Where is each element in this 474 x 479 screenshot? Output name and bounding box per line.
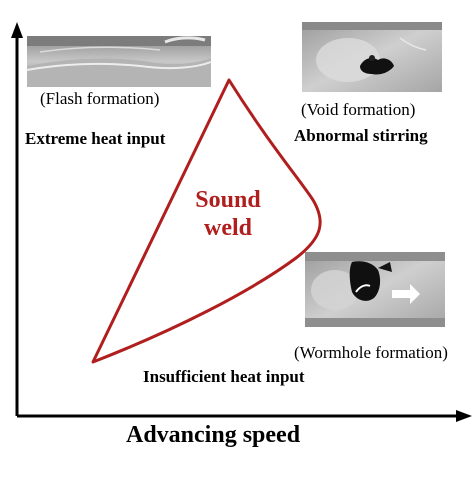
flash-formation-caption: (Flash formation) bbox=[40, 89, 160, 108]
wormhole-formation-caption: (Wormhole formation) bbox=[294, 343, 448, 362]
extreme-heat-input-label: Extreme heat input bbox=[25, 129, 166, 148]
void-formation-image bbox=[302, 22, 442, 92]
sound-weld-label: Sound weld bbox=[178, 186, 278, 242]
insufficient-heat-input-label: Insufficient heat input bbox=[143, 367, 305, 386]
axes bbox=[11, 22, 472, 422]
y-axis-arrowhead bbox=[11, 22, 23, 38]
sound-weld-boundary bbox=[91, 78, 322, 364]
sound-weld-label-line2: weld bbox=[204, 215, 252, 241]
sound-weld-label-line1: Sound bbox=[195, 187, 261, 213]
x-axis-arrowhead bbox=[456, 410, 472, 422]
void-formation-caption: (Void formation) bbox=[301, 100, 416, 119]
abnormal-stirring-label: Abnormal stirring bbox=[294, 126, 428, 145]
x-axis-title: Advancing speed bbox=[126, 422, 301, 448]
wormhole-formation-image bbox=[305, 252, 445, 327]
flash-formation-image bbox=[26, 36, 212, 87]
